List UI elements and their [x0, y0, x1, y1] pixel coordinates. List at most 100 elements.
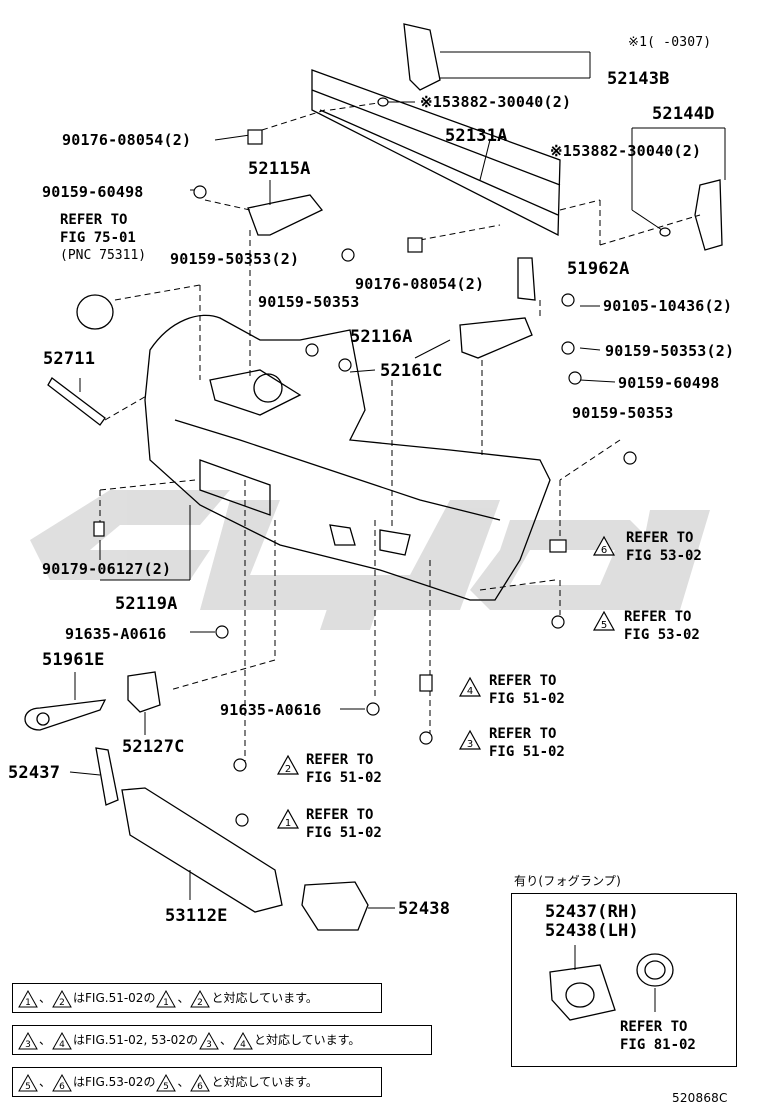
rivet-icon — [338, 358, 352, 372]
figure-code: 520868C — [672, 1091, 728, 1105]
clip-icon — [93, 521, 105, 537]
grille-52438 — [301, 881, 369, 931]
part-90159-50353-d: 90159-50353 — [572, 404, 674, 422]
part-52127c: 52127C — [122, 737, 185, 757]
inset-rh: 52437(RH) — [545, 902, 639, 922]
part-52115a: 52115A — [248, 159, 311, 179]
lower-grille-53112e — [121, 787, 283, 913]
bracket-52144d — [694, 179, 723, 251]
svg-text:5: 5 — [164, 1082, 170, 1092]
part-52438: 52438 — [398, 899, 451, 919]
part-90105: 90105-10436(2) — [603, 297, 733, 315]
clip-icon — [247, 129, 263, 145]
ref-triangle-5 — [592, 610, 616, 631]
bracket-52115a — [247, 194, 324, 236]
inset-title: 有り(フォグランプ) — [514, 874, 622, 888]
triangle-icon: 5 — [156, 1073, 177, 1092]
part-52711: 52711 — [43, 349, 96, 369]
screw-icon — [193, 185, 207, 199]
part-53112e: 53112E — [165, 906, 228, 926]
ref-triangle-4 — [458, 676, 482, 697]
inset-lh: 52438(LH) — [545, 921, 639, 941]
part-91635-b: 91635-A0616 — [220, 701, 322, 719]
screw-icon — [568, 371, 582, 385]
part-52143b: 52143B — [607, 69, 670, 89]
part-90159-50353-c: 90159-50353(2) — [605, 342, 735, 360]
svg-text:3: 3 — [25, 1040, 31, 1050]
svg-text:1: 1 — [25, 998, 31, 1008]
front-bumper-cover — [144, 314, 551, 601]
fog-lamp — [636, 953, 674, 987]
fog-bezel — [549, 964, 616, 1021]
screw-icon — [561, 341, 575, 355]
ref-triangle-3 — [458, 729, 482, 750]
grommet-icon — [377, 97, 389, 107]
fog-lamp-inset — [511, 893, 737, 1067]
screw-icon — [551, 615, 565, 629]
part-90176-a: 90176-08054(2) — [62, 131, 192, 149]
ref-num-1: 1 — [285, 818, 291, 829]
triangle-icon: 6 — [52, 1073, 72, 1092]
molding-52711 — [47, 377, 106, 426]
screw-icon — [341, 248, 355, 262]
tow-hook-cover — [127, 671, 161, 713]
part-91635-a: 91635-A0616 — [65, 625, 167, 643]
svg-text:2: 2 — [198, 998, 204, 1008]
bolt-icon — [561, 293, 575, 307]
svg-text:3: 3 — [206, 1040, 212, 1050]
clip-icon — [549, 539, 567, 553]
part-52119a: 52119A — [115, 594, 178, 614]
part-90159-50353-a: 90159-50353(2) — [170, 250, 300, 268]
triangle-icon: 4 — [233, 1031, 253, 1050]
triangle-icon: 3 — [199, 1031, 219, 1050]
clip-icon — [419, 674, 433, 692]
part-52144d: 52144D — [652, 104, 715, 124]
screw-icon — [233, 758, 247, 772]
part-51961e: 51961E — [42, 650, 105, 670]
part-52116a: 52116A — [350, 327, 413, 347]
triangle-icon: 5 — [18, 1073, 38, 1092]
part-153882-b: ※153882-30040(2) — [550, 142, 702, 160]
bumper-reinforcement-beam — [311, 69, 561, 237]
triangle-icon: 2 — [190, 989, 211, 1008]
bracket-52116a — [459, 317, 533, 359]
svg-text:1: 1 — [164, 998, 170, 1008]
triangle-icon: 6 — [190, 1073, 211, 1092]
screw-icon — [623, 451, 637, 465]
part-51962a: 51962A — [567, 259, 630, 279]
screw-icon — [305, 343, 319, 357]
screw-icon — [419, 731, 433, 745]
part-90179: 90179-06127(2) — [42, 560, 172, 578]
triangle-icon: 1 — [18, 989, 38, 1008]
part-52437: 52437 — [8, 763, 61, 783]
grommet-icon — [659, 227, 671, 237]
grille-side-52437 — [95, 747, 119, 806]
ref-triangle-1 — [276, 808, 300, 829]
screw-icon — [235, 813, 249, 827]
part-90159-50353-b: 90159-50353 — [258, 293, 360, 311]
svg-text:2: 2 — [59, 998, 65, 1008]
bracket-51962a — [517, 257, 536, 301]
triangle-icon: 4 — [52, 1031, 72, 1050]
svg-text:6: 6 — [59, 1082, 65, 1092]
part-90159-60498-b: 90159-60498 — [618, 374, 720, 392]
svg-text:4: 4 — [240, 1040, 246, 1050]
triangle-icon: 1 — [156, 989, 177, 1008]
bolt-icon — [366, 702, 380, 716]
header-note: ※1( -0307) — [628, 35, 712, 50]
part-90159-60498-a: 90159-60498 — [42, 183, 144, 201]
svg-text:6: 6 — [198, 1082, 204, 1092]
svg-text:4: 4 — [59, 1040, 65, 1050]
triangle-icon: 2 — [52, 989, 72, 1008]
bolt-icon — [215, 625, 229, 639]
